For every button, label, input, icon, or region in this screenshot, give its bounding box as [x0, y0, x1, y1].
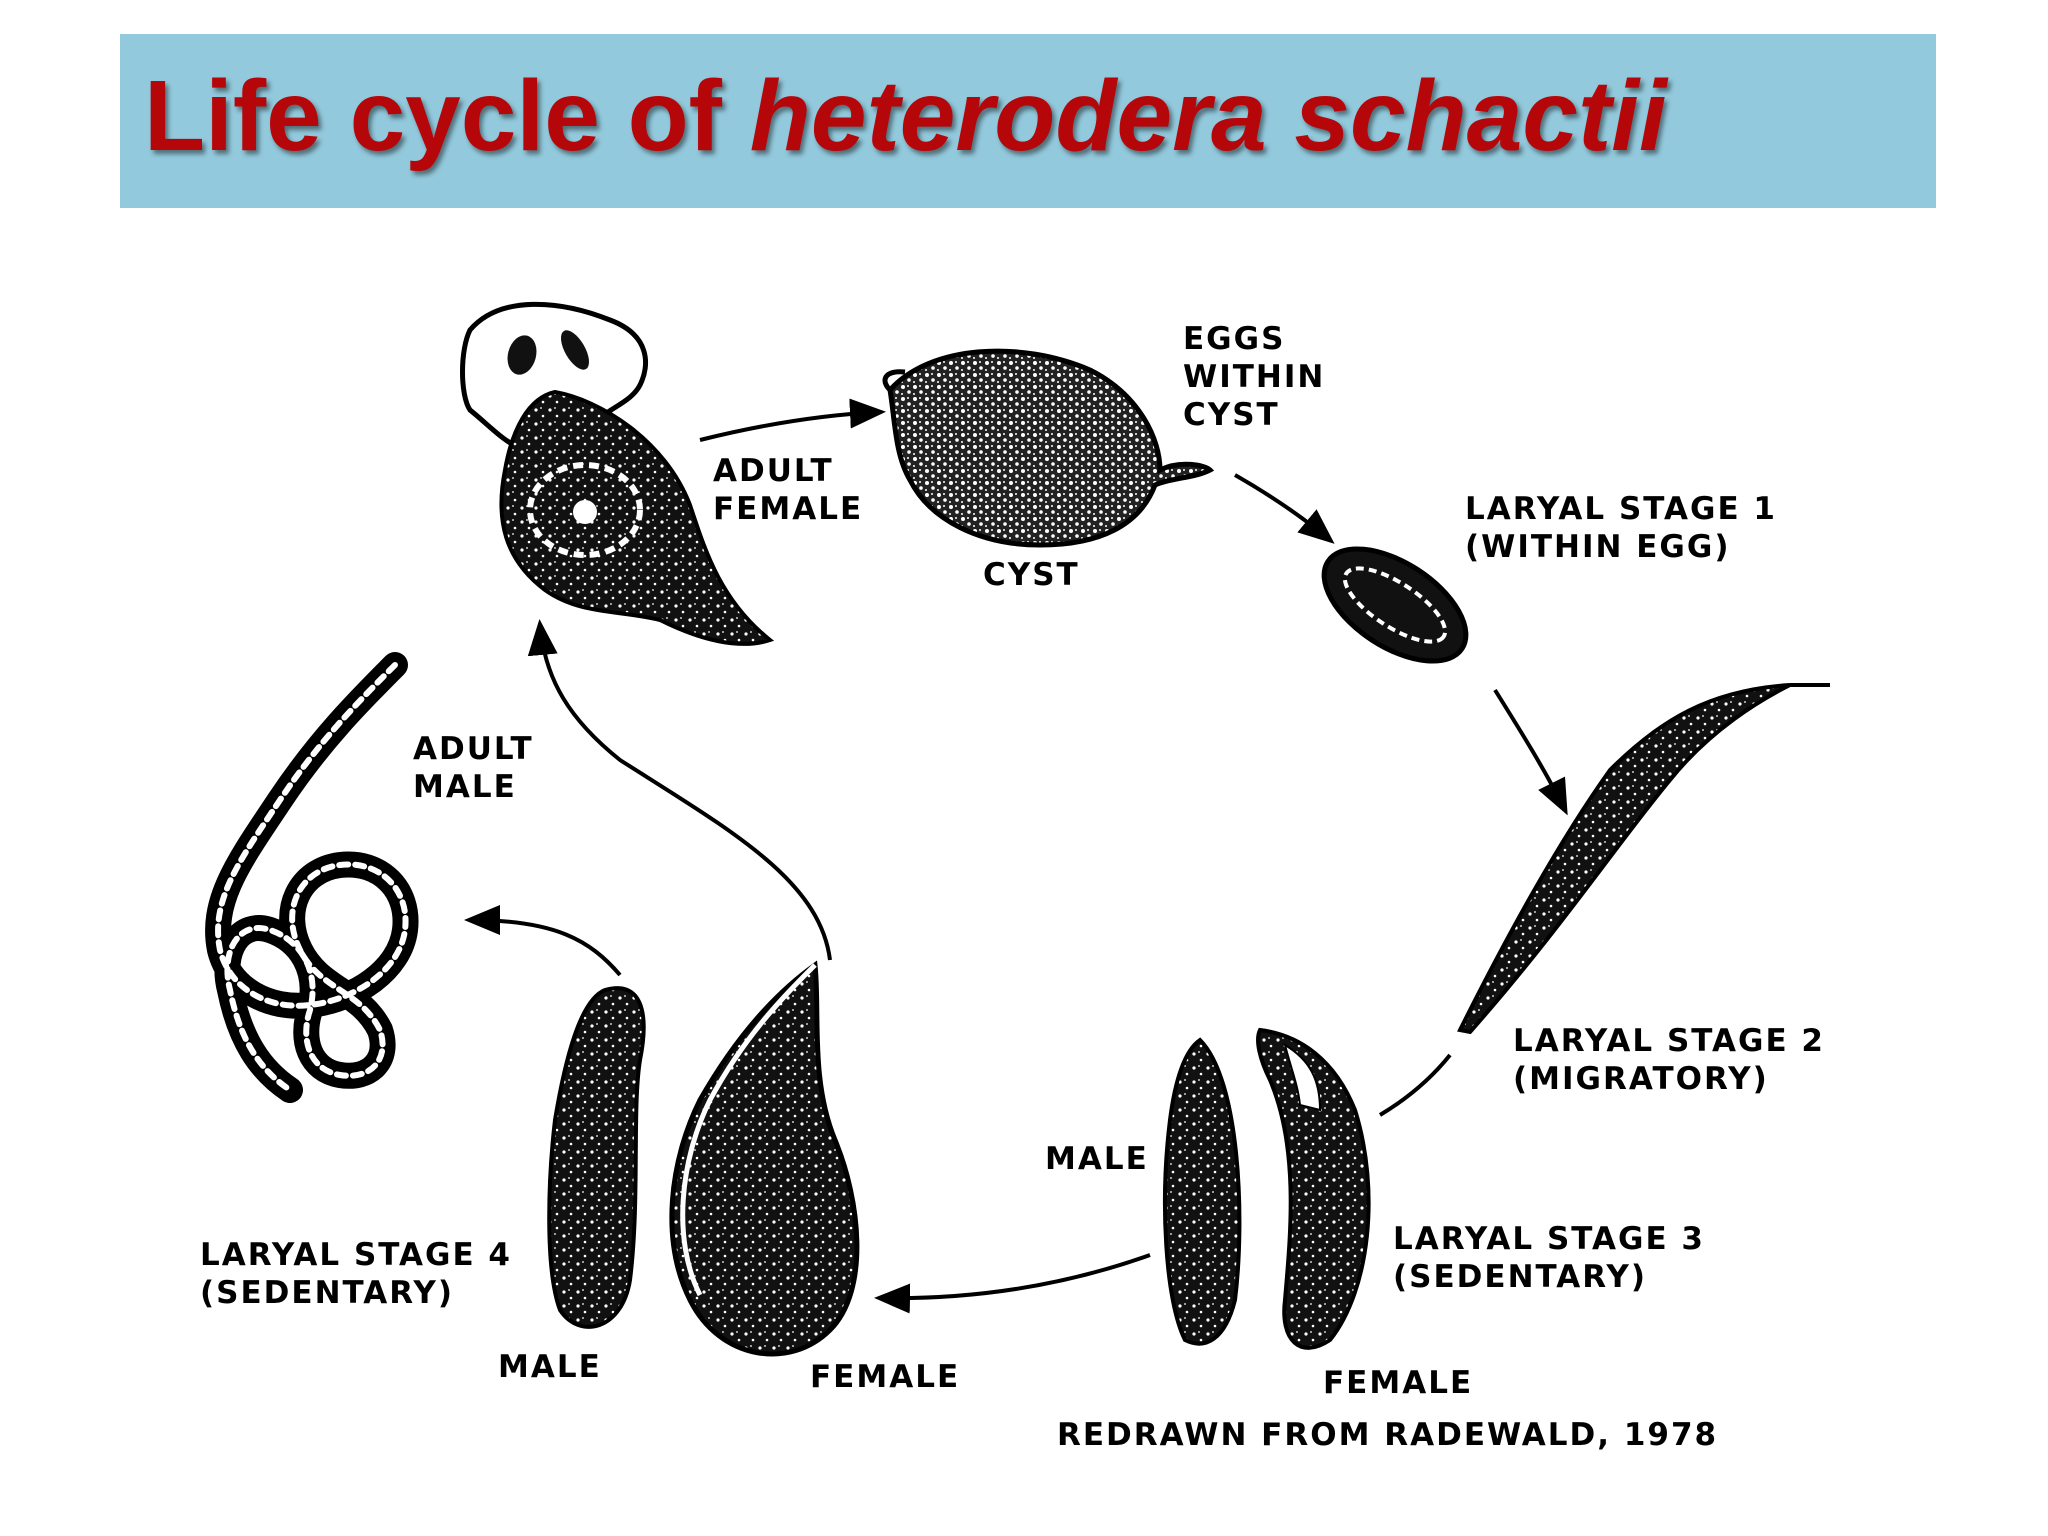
title-lead: Life cycle of — [144, 60, 750, 172]
stage3-male-body — [1163, 1037, 1242, 1346]
adult-male-figure — [205, 652, 419, 1103]
stage4-male-body — [547, 986, 646, 1329]
label-larval-stage-2: LARYAL STAGE 2 (MIGRATORY) — [1513, 1022, 1825, 1098]
adult-female-body — [499, 389, 775, 646]
egg-larva — [1342, 566, 1448, 644]
label-stage3-female: FEMALE — [1323, 1365, 1474, 1401]
adult-female-egg-mass — [527, 462, 643, 558]
arrow-cyst-to-egg — [1234, 473, 1335, 544]
label-eggs-line1: EGGS — [1183, 321, 1286, 357]
root-cell — [561, 330, 589, 370]
root-cell — [507, 335, 537, 375]
credit-line: REDRAWN FROM RADEWALD, 1978 — [1057, 1417, 1719, 1453]
cyst-body — [887, 348, 1215, 548]
label-stage1-line2: (WITHIN EGG) — [1465, 529, 1731, 565]
label-adult-female: ADULT FEMALE — [713, 452, 863, 528]
adult-male-body-inner — [215, 662, 409, 1093]
adult-female-figure — [460, 301, 775, 646]
arrow-egg-to-stage2 — [1493, 688, 1568, 816]
label-cyst: CYST — [983, 557, 1080, 593]
label-adult-female-line2: FEMALE — [713, 491, 864, 527]
title-band: Life cycle of heterodera schactii — [120, 34, 1936, 208]
label-stage3-male: MALE — [1045, 1141, 1149, 1177]
title-species: heterodera schactii — [749, 60, 1667, 172]
arrow-stage3-to-stage4 — [874, 1253, 1151, 1314]
label-eggs-line3: CYST — [1183, 397, 1280, 433]
label-larval-stage-4: LARYAL STAGE 4 (SEDENTARY) — [200, 1236, 512, 1312]
label-eggs-line2: WITHIN — [1183, 359, 1326, 395]
label-stage4-line2: (SEDENTARY) — [200, 1275, 455, 1311]
label-larval-stage-1: LARYAL STAGE 1 (WITHIN EGG) — [1465, 490, 1777, 566]
label-stage2-line1: LARYAL STAGE 2 — [1513, 1023, 1825, 1059]
label-larval-stage-3: LARYAL STAGE 3 (SEDENTARY) — [1393, 1220, 1705, 1296]
arrow-female-to-cyst — [699, 398, 886, 442]
label-stage1-line1: LARYAL STAGE 1 — [1465, 491, 1777, 527]
label-adult-male-line2: MALE — [413, 769, 517, 805]
slide-title: Life cycle of heterodera schactii — [144, 56, 1667, 176]
label-stage4-male: MALE — [498, 1349, 602, 1385]
arrow-stage4-to-adult-female — [527, 619, 832, 961]
stage4-female-outline — [680, 963, 817, 1297]
label-stage3-line2: (SEDENTARY) — [1393, 1259, 1648, 1295]
stage4-female-body — [669, 960, 860, 1357]
stage3-female-head — [1283, 1042, 1322, 1112]
label-stage3-line1: LARYAL STAGE 3 — [1393, 1221, 1705, 1257]
label-stage2-line2: (MIGRATORY) — [1513, 1061, 1769, 1097]
label-stage4-line1: LARYAL STAGE 4 — [200, 1237, 512, 1273]
label-adult-male: ADULT MALE — [413, 730, 534, 806]
arrow-stage4-to-adult-male — [464, 905, 622, 977]
label-eggs-within-cyst: EGGS WITHIN CYST — [1183, 320, 1325, 434]
arrow-stage2-to-stage3 — [1378, 1053, 1452, 1117]
egg-shell — [1321, 546, 1469, 664]
stage3-female-body — [1256, 1027, 1371, 1350]
cyst-neck — [882, 369, 906, 392]
stage2-larva-body — [1457, 683, 1791, 1035]
label-adult-male-line1: ADULT — [413, 731, 534, 767]
label-stage4-female: FEMALE — [810, 1359, 961, 1395]
label-adult-female-line1: ADULT — [713, 453, 834, 489]
cyst-figure — [882, 348, 1215, 548]
adult-female-vulva — [573, 500, 597, 524]
egg-figure — [1321, 546, 1469, 664]
